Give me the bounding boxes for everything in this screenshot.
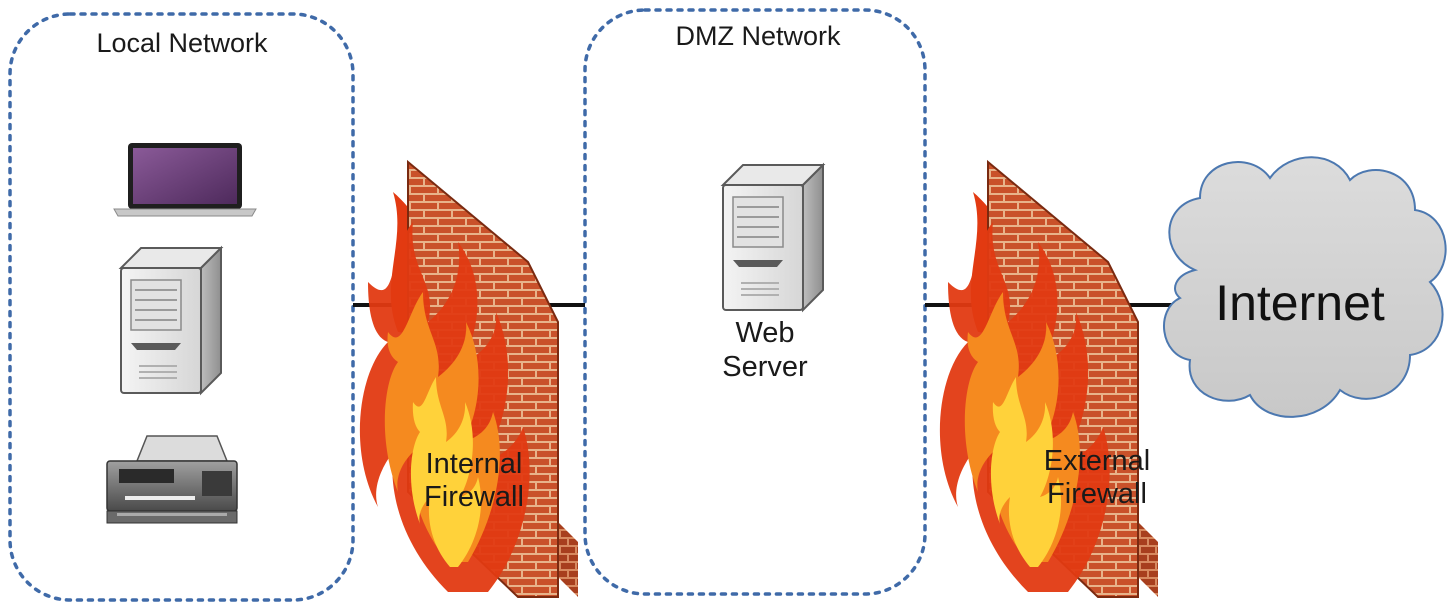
laptop-icon	[113, 143, 257, 217]
internal-firewall-label-line1: Internal	[426, 448, 523, 480]
cloud-icon	[1163, 156, 1447, 418]
printer-icon	[106, 435, 238, 524]
server-tower-icon	[120, 247, 222, 394]
web-server-label-line1: Web	[735, 317, 794, 349]
external-firewall-icon	[938, 161, 1159, 598]
internal-firewall-label-line2: Firewall	[424, 481, 524, 513]
internal-firewall-icon	[358, 161, 579, 598]
web-server-label-line2: Server	[722, 351, 808, 383]
web-server-icon	[722, 164, 824, 311]
dmz-network-label: DMZ Network	[675, 21, 841, 51]
internet-label: Internet	[1215, 275, 1385, 331]
dmz-network-zone	[583, 8, 927, 596]
local-network-label: Local Network	[96, 28, 268, 58]
external-firewall-label-line1: External	[1044, 445, 1150, 477]
external-firewall-label-line2: Firewall	[1047, 478, 1147, 510]
